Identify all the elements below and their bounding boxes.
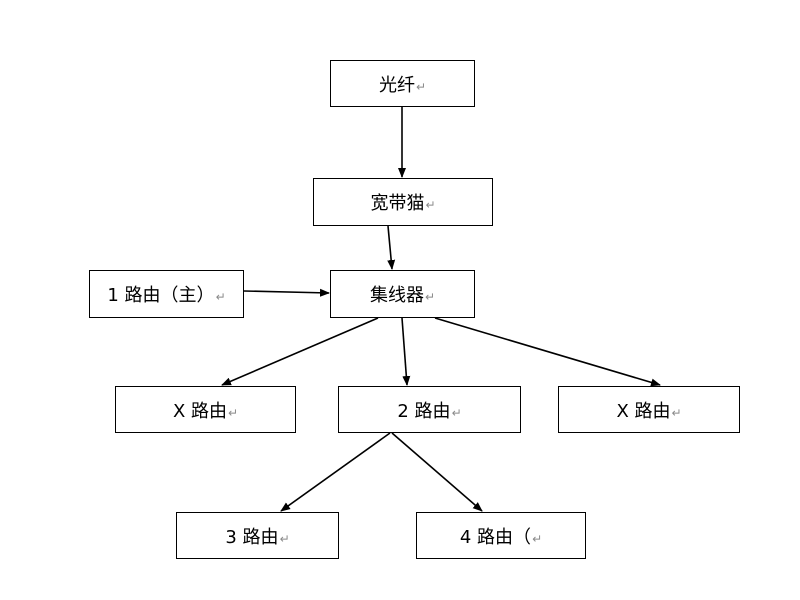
node-router-1-main: 1 路由（主）↵ [89,270,244,318]
paragraph-mark-icon: ↵ [415,79,427,94]
edge-router2-router4 [391,432,483,512]
node-router-1-main-label: 1 路由（主） [107,285,215,306]
node-router-2-label: 2 路由 [397,400,451,422]
node-router-2: 2 路由↵ [338,386,521,433]
node-router-x-left: X 路由↵ [115,386,296,433]
paragraph-mark-icon: ↵ [279,531,290,546]
node-hub: 集线器↵ [330,270,475,318]
paragraph-mark-icon: ↵ [425,198,436,212]
edge-hub-router-x-right [434,317,661,387]
paragraph-mark-icon: ↵ [451,405,462,420]
node-router-4-label: 4 路由（ [459,526,532,548]
edge-modem-hub [387,225,396,270]
paragraph-mark-icon: ↵ [424,290,436,304]
node-modem: 宽带猫↵ [313,178,493,226]
edge-hub-router2 [401,317,411,386]
node-fiber: 光纤↵ [330,60,475,107]
node-modem-label: 宽带猫 [370,193,425,214]
node-router-x-left-label: X 路由 [172,400,227,422]
edge-router1-hub [243,288,330,297]
edge-hub-router-x-left [221,317,379,386]
edge-router2-router3 [280,432,391,512]
node-hub-label: 集线器 [369,285,424,306]
node-router-3-label: 3 路由 [225,526,279,548]
paragraph-mark-icon: ↵ [532,531,543,546]
node-router-4: 4 路由（↵ [416,512,586,559]
node-router-x-right-label: X 路由 [616,400,671,422]
node-fiber-label: 光纤 [378,74,415,96]
paragraph-mark-icon: ↵ [215,290,226,304]
paragraph-mark-icon: ↵ [228,405,239,420]
paragraph-mark-icon: ↵ [671,405,682,420]
node-router-x-right: X 路由↵ [558,386,740,433]
node-router-3: 3 路由↵ [176,512,339,559]
